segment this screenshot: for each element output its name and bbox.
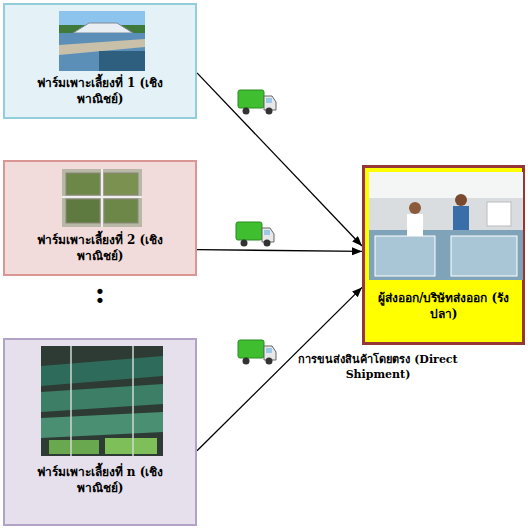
shipment-label: การขนส่งสินค้าโดยตรง (Direct Shipment) — [298, 352, 458, 383]
node-label: ฟาร์มเพาะเลี้ยงที่ 2 (เชิงพาณิชย์) — [27, 232, 173, 264]
flow-arrow — [197, 250, 362, 252]
node-label: ฟาร์มเพาะเลี้ยงที่ n (เชิงพาณิชย์) — [27, 464, 173, 496]
node-label: ผู้ส่งออก/บริษัทส่งออก (รังปลา) — [373, 290, 514, 322]
fish-storage-photo — [369, 172, 523, 280]
truck-icon — [236, 222, 274, 247]
flow-arrow — [197, 73, 362, 246]
farm-box: ฟาร์มเพาะเลี้ยงที่ n (เชิงพาณิชย์) — [3, 338, 197, 526]
pond-photo — [59, 11, 145, 71]
truck-icon — [238, 340, 276, 365]
continuation-mark: : — [80, 280, 120, 308]
farm-box: ฟาร์มเพาะเลี้ยงที่ 2 (เชิงพาณิชย์) — [3, 160, 197, 276]
flow-arrow — [197, 287, 362, 450]
node-label: ฟาร์มเพาะเลี้ยงที่ 1 (เชิงพาณิชย์) — [27, 75, 173, 107]
truck-icon — [238, 90, 276, 115]
tank-photo — [62, 169, 142, 227]
net-cage-photo — [41, 346, 163, 456]
exporter-box: ผู้ส่งออก/บริษัทส่งออก (รังปลา) — [362, 165, 525, 345]
farm-box: ฟาร์มเพาะเลี้ยงที่ 1 (เชิงพาณิชย์) — [3, 3, 197, 119]
